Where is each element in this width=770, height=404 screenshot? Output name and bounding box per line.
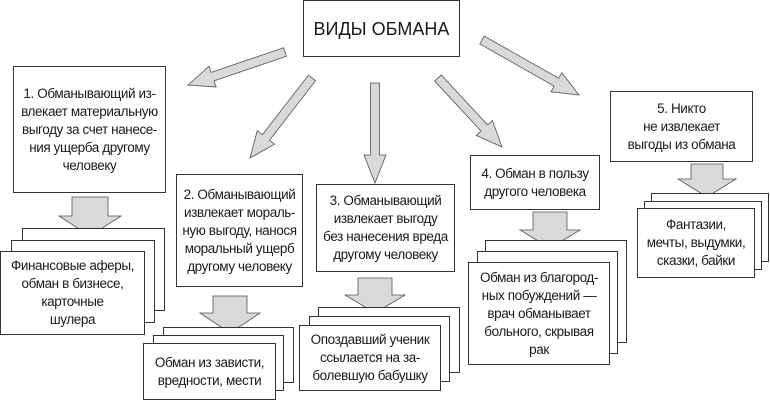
arrow-to-type-4-icon [434,74,503,148]
arrow-to-type-5-icon [479,35,580,96]
arrow-to-type-2-icon [249,74,317,159]
arrow-to-example-5-icon [676,163,738,198]
example-2-box: Обман из зависти, вредности, мести [143,343,276,400]
arrow-to-type-3-icon [363,82,387,185]
arrow-to-type-1-icon [187,47,287,88]
arrow-to-example-3-icon [343,277,407,314]
type-3-box: 3. Обманывающий извлекает выгоду без нан… [316,184,455,272]
example-1-box: Финансовые аферы, обман в бизнесе, карто… [0,251,145,335]
example-4-box: Обман из благород- ных побуждений — врач… [468,262,610,365]
arrow-to-example-4-icon [518,211,582,249]
type-1-box: 1. Обманывающий из- влекает материальную… [13,66,166,193]
example-5-box: Фантазии, мечты, выдумки, сказки, байки [637,208,755,278]
example-3-box: Опоздавший ученик ссылается на за- болев… [299,325,441,391]
title-box: ВИДЫ ОБМАНА [303,0,460,57]
type-4-box: 4. Обман в пользу другого человека [470,155,600,210]
arrow-to-example-2-icon [198,295,262,334]
type-2-box: 2. Обманывающий извлекает мораль- ную вы… [176,174,303,287]
type-5-box: 5. Никто не извлекает выгоды из обмана [610,91,753,162]
arrow-to-example-1-icon [57,196,123,237]
